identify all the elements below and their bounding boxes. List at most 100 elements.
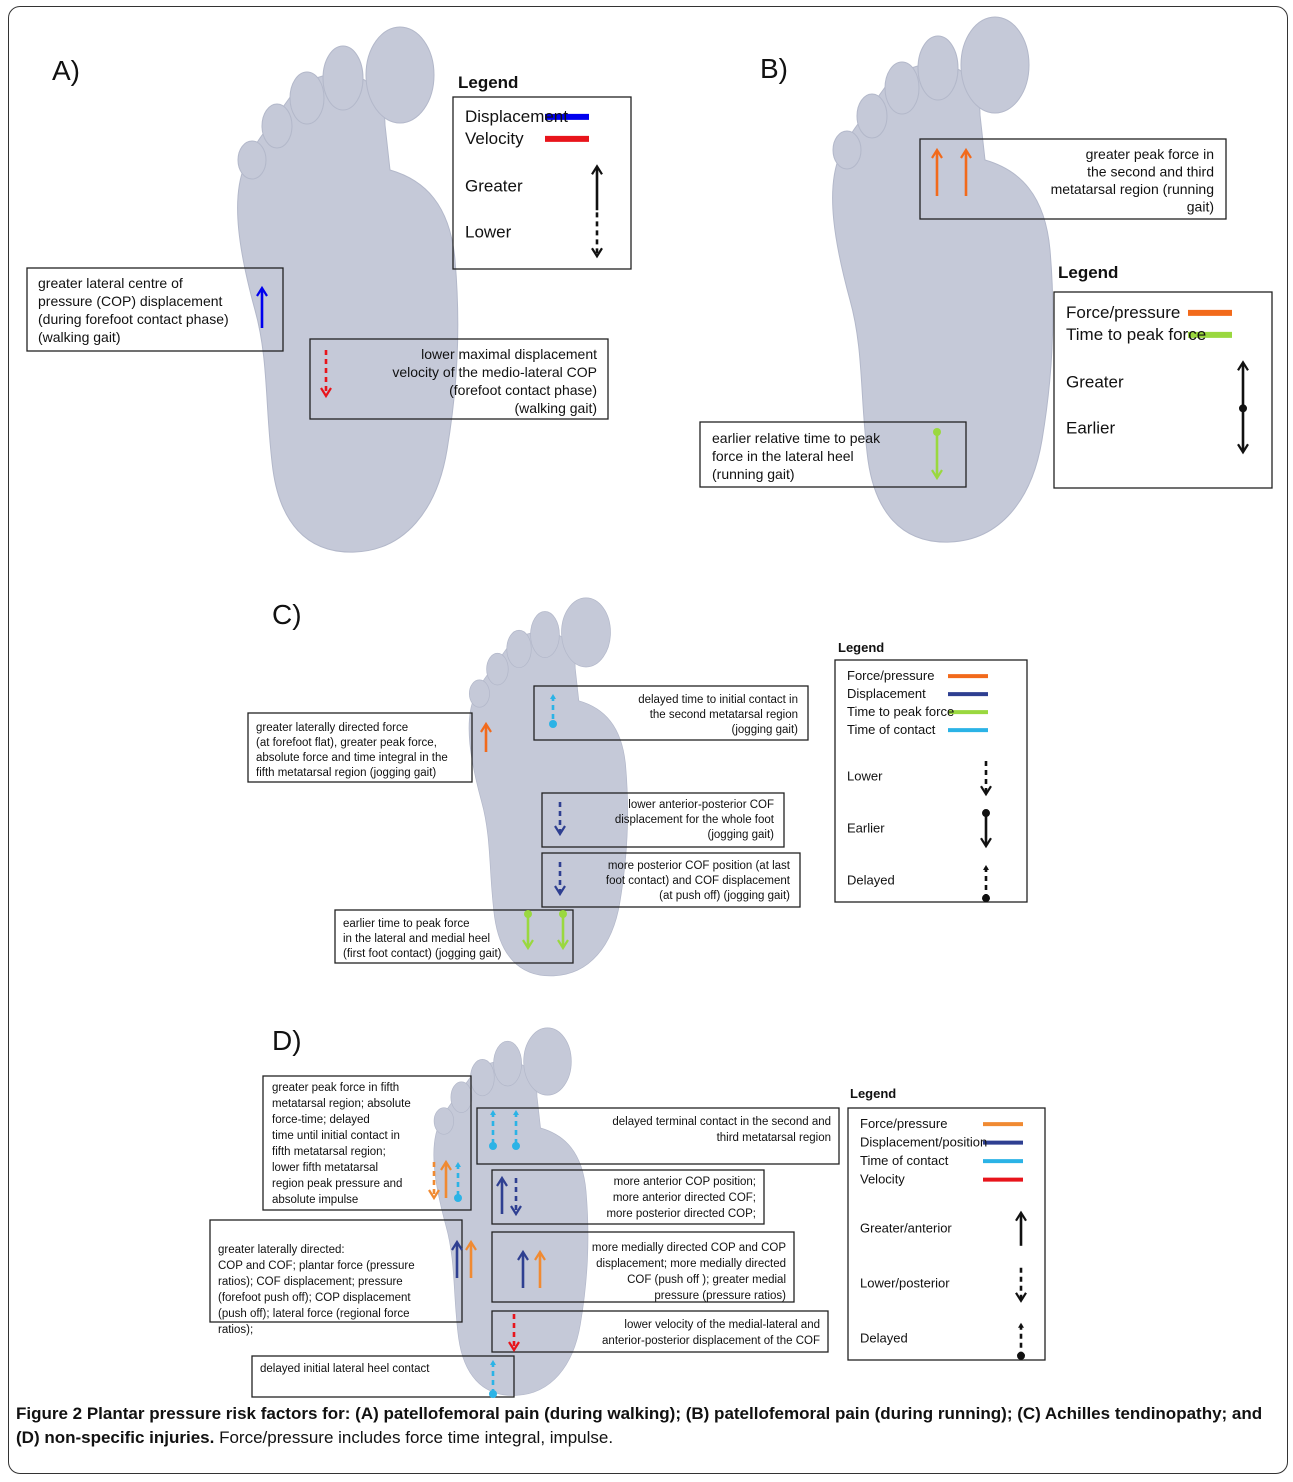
annotation-text-line: velocity of the medio-lateral COP [392, 364, 597, 380]
legend-item-label: Delayed [860, 1330, 908, 1345]
annotation-text-line: more posterior COF position (at last [608, 860, 791, 872]
legend-item-label: Delayed [847, 873, 895, 888]
annotation-text-line: lower velocity of the medial-lateral and [624, 1319, 820, 1331]
legend-title: Legend [850, 1086, 896, 1101]
legend-item-label: Velocity [465, 129, 524, 148]
annotation-text-line: earlier time to peak force [343, 918, 470, 930]
legend-item-label: Velocity [860, 1172, 905, 1187]
annotation-text: lower velocity of the medial-lateral and… [602, 1319, 820, 1347]
legend-item-label: Time of contact [847, 722, 936, 737]
legend-item-label: Time of contact [860, 1153, 949, 1168]
legend-item-label: Force/pressure [847, 668, 934, 683]
annotation-text-line: delayed terminal contact in the second a… [612, 1116, 831, 1128]
legend-item-label: Greater [465, 176, 523, 195]
annotation-text-line: in the lateral and medial heel [343, 933, 490, 945]
annotation-text-line: force-time; delayed [272, 1114, 370, 1126]
annotation-text: more anterior COP position; more anterior… [606, 1176, 756, 1220]
legend-item-label: Earlier [1066, 418, 1115, 437]
annotation-text-line: the second metatarsal region [650, 709, 798, 721]
legend-item-label: Displacement [465, 107, 568, 126]
legend-item-label: Time to peak force [1066, 325, 1206, 344]
legend-title: Legend [458, 73, 518, 92]
annotation-text: delayed terminal contact in the second a… [612, 1116, 831, 1144]
annotation-text-line: metatarsal region (running [1051, 181, 1214, 197]
annotation-text-line: (jogging gait) [732, 724, 799, 736]
annotation-text-line: greater peak force in [1086, 146, 1214, 162]
annotation-text-line: (forefoot contact phase) [449, 382, 597, 398]
legend-item-label: Force/pressure [860, 1116, 947, 1131]
annotation-text-line: anterior-posterior displacement of the C… [602, 1335, 820, 1347]
annotation-text-line: delayed time to initial contact in [638, 694, 798, 706]
annotation-text-line: time until initial contact in [272, 1130, 400, 1142]
annotation-text: more medially directed COP and COP displa… [592, 1242, 786, 1302]
annotation-text-line: absolute force and time integral in the [256, 752, 448, 764]
foot-silhouette [238, 27, 458, 552]
annotation-text-line: (first foot contact) (jogging gait) [343, 948, 502, 960]
legend-arrow-icon [1017, 1323, 1025, 1360]
annotation-text-line: fifth metatarsal region (jogging gait) [256, 767, 436, 779]
annotation-text-line: COF (push off ); greater medial [627, 1274, 786, 1286]
foot-silhouette [833, 17, 1053, 542]
legend-item-label: Lower/posterior [860, 1275, 950, 1290]
annotation-text-line: (jogging gait) [708, 829, 775, 841]
legend-arrow-icon [1238, 404, 1248, 452]
annotation-text-line: more medially directed COP and COP [592, 1242, 786, 1254]
annotation-text-line: (during forefoot contact phase) [38, 311, 229, 327]
legend-title: Legend [1058, 263, 1118, 282]
annotation-text-line: COP and COF; plantar force (pressure [218, 1260, 415, 1272]
annotation-text-line: more anterior COP position; [614, 1176, 756, 1188]
legend-item-label: Earlier [847, 821, 885, 836]
legend-item-label: Lower [465, 222, 512, 241]
legend-item-label: Displacement [847, 686, 926, 701]
annotation-text-line: fifth metatarsal region; [272, 1146, 386, 1158]
annotation-text: more posterior COF position (at last foot… [606, 860, 791, 902]
figure-caption: Figure 2 Plantar pressure risk factors f… [16, 1402, 1276, 1450]
annotation-text-line: ratios); COF displacement; pressure [218, 1276, 403, 1288]
panel-label: A) [52, 55, 80, 86]
annotation-text: delayed time to initial contact in the se… [638, 694, 798, 736]
annotation-text-line: lower anterior-posterior COF [628, 799, 774, 811]
legend-item-label: Lower [847, 769, 883, 784]
legend-arrow-icon [1238, 362, 1248, 406]
annotation-text-line: (walking gait) [38, 329, 120, 345]
annotation-text-line: (at push off) (jogging gait) [659, 890, 790, 902]
annotation-text-line: (at forefoot flat), greater peak force, [256, 737, 437, 749]
legend-item-label: Force/pressure [1066, 303, 1180, 322]
annotation-text-line: greater laterally directed: [218, 1244, 345, 1256]
legend-arrow-icon [982, 865, 990, 902]
annotation-text-line: greater laterally directed force [256, 722, 408, 734]
annotation-text-line: lower maximal displacement [421, 346, 597, 362]
annotation-text-line: lower fifth metatarsal [272, 1162, 378, 1174]
annotation-text-line: greater lateral centre of [38, 275, 183, 291]
legend-arrow-icon [592, 166, 602, 210]
legend-arrow-icon [1016, 1213, 1026, 1246]
annotation-text-line: (push off); lateral force (regional forc… [218, 1308, 410, 1320]
annotation-text-line: force in the lateral heel [712, 448, 854, 464]
annotation-text-line: earlier relative time to peak [712, 430, 881, 446]
annotation-text: earlier relative time to peak force in th… [712, 430, 881, 482]
annotation-text: greater peak force in fifth metatarsal re… [272, 1082, 411, 1206]
annotation-text-line: gait) [1187, 199, 1214, 215]
panel-label: D) [272, 1025, 302, 1056]
legend-item-label: Greater [1066, 372, 1124, 391]
annotation-text-line: delayed initial lateral heel contact [260, 1363, 430, 1375]
annotation-text: earlier time to peak force in the lateral… [343, 918, 502, 960]
annotation-text-line: displacement; more medially directed [596, 1258, 786, 1270]
panel-label: C) [272, 599, 302, 630]
legend-arrow-icon [981, 761, 991, 794]
annotation-text-line: (forefoot push off); COP displacement [218, 1292, 411, 1304]
annotation-text-line: metatarsal region; absolute [272, 1098, 411, 1110]
annotation-text-line: foot contact) and COF displacement [606, 875, 791, 887]
annotation-text: delayed initial lateral heel contact [260, 1363, 430, 1375]
legend-arrow-icon [1016, 1268, 1026, 1301]
annotation-text-line: displacement for the whole foot [615, 814, 775, 826]
annotation-text-line: more posterior directed COP; [606, 1208, 756, 1220]
annotation-text-line: greater peak force in fifth [272, 1082, 399, 1094]
annotation-text: lower anterior-posterior COF displacement… [615, 799, 775, 841]
annotation-text-line: (running gait) [712, 466, 795, 482]
annotation-text-line: third metatarsal region [717, 1132, 831, 1144]
annotation-text-line: ratios); [218, 1324, 253, 1336]
annotation-text-line: more anterior directed COF; [613, 1192, 756, 1204]
